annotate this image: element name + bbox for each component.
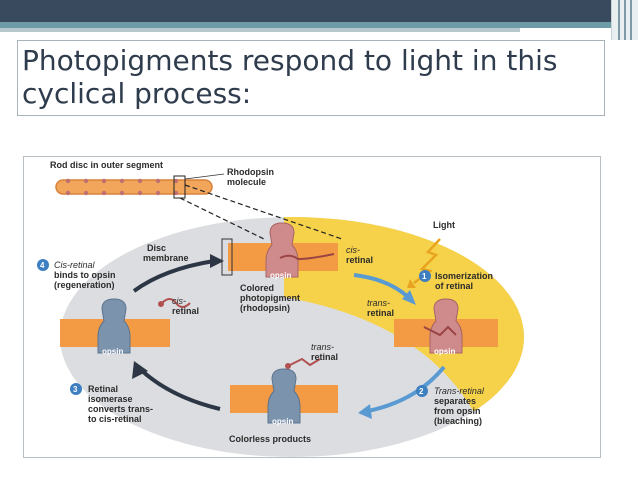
opsin-bottom-label: opsin xyxy=(272,417,293,426)
trans-retinal-bottom-chain xyxy=(289,357,321,367)
step-3-text-4: to cis-retinal xyxy=(88,414,142,424)
trans-retinal-right-label-2: retinal xyxy=(367,308,394,318)
rhodopsin-highlight-box xyxy=(173,175,186,199)
trans-retinal-right-chain xyxy=(423,325,457,337)
rhodopsin-pointer-line xyxy=(184,173,225,180)
opsin-bottom-shape xyxy=(267,368,301,424)
opsin-right-label: opsin xyxy=(434,347,455,356)
disc-membrane-bracket xyxy=(221,238,233,276)
zoom-line-right xyxy=(184,184,343,240)
step-4-text-3: (regeneration) xyxy=(54,280,115,290)
cis-retinal-top-chain xyxy=(279,253,335,261)
cis-retinal-top-label-2: retinal xyxy=(346,255,373,265)
step-3-number: 3 xyxy=(73,385,78,394)
step-4-number: 4 xyxy=(40,261,45,270)
colored-photopigment-label-3: (rhodopsin) xyxy=(240,303,290,313)
figure-svg: Rod disc in outer segment Rhodopsin mole… xyxy=(37,160,524,457)
light-bolt-arrowhead xyxy=(407,279,416,288)
opsin-top-shape xyxy=(265,222,299,278)
trans-retinal-right-label-1: trans- xyxy=(367,298,390,308)
slide-title: Photopigments respond to light in this c… xyxy=(22,44,558,110)
light-label: Light xyxy=(433,220,455,230)
trans-retinal-bottom-label-2: retinal xyxy=(311,352,338,362)
step-2-text-4: (bleaching) xyxy=(434,416,482,426)
slide-header-accent xyxy=(0,22,638,28)
step-4-text-1: Cis-retinal xyxy=(54,260,96,270)
arrow-step-2-head xyxy=(358,404,372,419)
cis-retinal-top-label-1: cis- xyxy=(346,245,360,255)
cis-retinal-left-chain xyxy=(161,298,191,308)
step-3-text-1: Retinal xyxy=(88,384,118,394)
slide-corner-ornament xyxy=(611,0,638,40)
step-1-text-1: Isomerization xyxy=(435,271,493,281)
rhodopsin-molecule-label-1: Rhodopsin xyxy=(227,167,274,177)
step-3-text-3: converts trans- xyxy=(88,404,153,414)
step-3-badge xyxy=(70,383,82,395)
step-3-text-2: isomerase xyxy=(88,394,133,404)
trans-retinal-bottom-head xyxy=(285,363,291,369)
disc-membrane-label-1: Disc xyxy=(147,243,166,253)
trans-retinal-bottom-label-1: trans- xyxy=(311,342,334,352)
rod-disc-label: Rod disc in outer segment xyxy=(50,160,163,170)
step-2-text-3: from opsin xyxy=(434,406,481,416)
arrow-step-2 xyxy=(367,365,446,413)
step-2-text-2: separates xyxy=(434,396,476,406)
arrow-step-4 xyxy=(132,259,215,293)
step-1-text-2: of retinal xyxy=(435,281,473,291)
cis-retinal-left-head xyxy=(158,301,164,307)
cis-retinal-left-label-1: cis- xyxy=(172,296,186,306)
rhodopsin-molecule-label-2: molecule xyxy=(227,177,266,187)
step-1-badge xyxy=(419,270,431,282)
step-4-text-2: binds to opsin xyxy=(54,270,116,280)
arrow-step-1-head xyxy=(402,290,416,305)
arrow-step-3-head xyxy=(132,361,148,379)
rod-disc-pigments xyxy=(65,178,179,196)
opsin-left-label: opsin xyxy=(102,347,123,356)
colored-photopigment-label-2: photopigment xyxy=(240,293,300,303)
colored-photopigment-label-1: Colored xyxy=(240,283,274,293)
disc-membrane-label-2: membrane xyxy=(143,253,189,263)
step-2-badge xyxy=(416,385,428,397)
rod-disc xyxy=(55,179,213,195)
rhodopsin-cycle-figure: Rod disc in outer segment Rhodopsin mole… xyxy=(23,156,601,458)
opsin-right-shape xyxy=(429,298,463,354)
cis-retinal-left-label-2: retinal xyxy=(172,306,199,316)
step-2-number: 2 xyxy=(419,387,424,396)
arrow-step-3 xyxy=(138,367,221,411)
slide-header-accent-light xyxy=(0,28,520,32)
opsin-top-label: opsin xyxy=(270,271,291,280)
title-frame xyxy=(17,40,605,116)
arrow-step-4-head xyxy=(210,254,224,268)
step-4-badge xyxy=(37,259,49,271)
colorless-products-label: Colorless products xyxy=(229,434,311,444)
step-2-text-1: Trans-retinal xyxy=(434,386,485,396)
arrow-step-1 xyxy=(353,273,410,299)
slide-header-bar xyxy=(0,0,638,22)
opsin-left-shape xyxy=(97,298,131,354)
step-1-number: 1 xyxy=(422,272,427,281)
